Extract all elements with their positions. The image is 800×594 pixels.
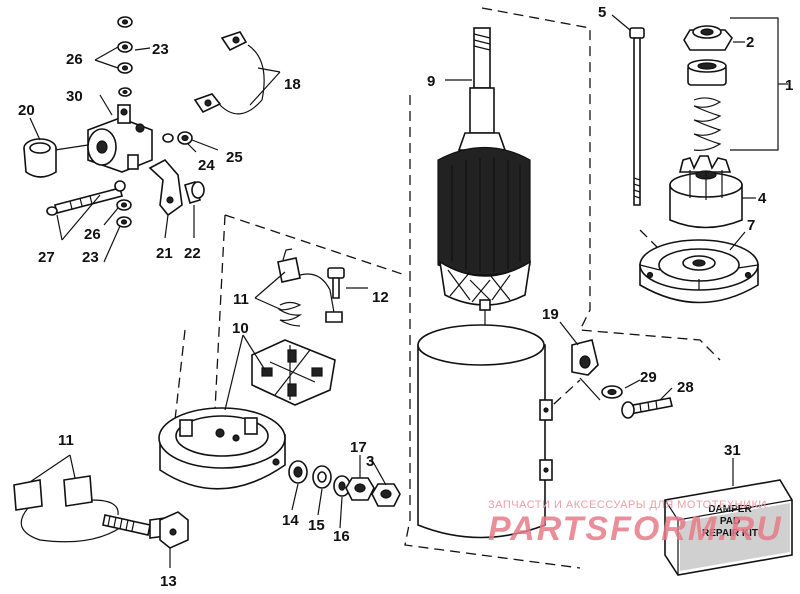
leader-lines xyxy=(29,14,756,568)
callout-5: 5 xyxy=(598,4,606,21)
part-frame-housing xyxy=(417,324,553,539)
part-stud-27 xyxy=(46,180,126,216)
callout-12: 12 xyxy=(372,289,389,306)
callout-20: 20 xyxy=(18,102,35,119)
part-washer-15 xyxy=(312,465,332,489)
callout-7: 7 xyxy=(747,217,755,234)
part-clamp-19 xyxy=(571,339,601,401)
damper-pad-repair-kit-box: DAMPER PAD REPAIR KIT xyxy=(664,479,793,576)
part-boot-20 xyxy=(23,138,57,178)
part-through-bolt-5 xyxy=(629,27,645,206)
callout-23-top: 23 xyxy=(152,41,169,58)
part-bracket-21 xyxy=(148,158,183,217)
part-brush-holder xyxy=(251,339,336,406)
callout-labels: 1 2 3 4 5 7 9 10 11 11 12 13 14 15 16 17… xyxy=(18,4,793,590)
part-nut-3 xyxy=(371,483,401,507)
part-washer-14 xyxy=(288,460,308,484)
part-washers-24-25 xyxy=(162,131,193,145)
watermark-brand: PARTSFORM.RU xyxy=(488,510,783,548)
callout-17: 17 xyxy=(350,439,367,456)
callout-31: 31 xyxy=(724,442,741,459)
callout-28: 28 xyxy=(677,379,694,396)
part-washer-16 xyxy=(333,475,351,497)
part-armature-9 xyxy=(437,27,532,311)
kit-label-line2: PAD xyxy=(720,516,740,527)
callout-3: 3 xyxy=(366,453,374,470)
callout-27: 27 xyxy=(38,249,55,266)
part-end-head-10 xyxy=(158,407,286,490)
callout-22: 22 xyxy=(184,245,201,262)
part-screw-22 xyxy=(184,180,205,205)
part-nut-2 xyxy=(683,25,733,51)
callout-11-upper: 11 xyxy=(233,291,249,308)
part-brushes-11-lower xyxy=(13,475,131,543)
part-nuts-23-26-bottom xyxy=(116,199,132,228)
part-end-cap-7 xyxy=(639,239,759,304)
part-drive-gear-4 xyxy=(669,155,743,229)
part-screw-28 xyxy=(621,397,673,419)
part-lead-18 xyxy=(193,31,265,115)
part-screw-12 xyxy=(327,267,345,299)
part-spacer xyxy=(687,59,727,86)
callout-19: 19 xyxy=(542,306,559,323)
callout-14: 14 xyxy=(282,512,299,529)
callout-9: 9 xyxy=(427,73,435,90)
callout-26-bottom: 26 xyxy=(84,226,101,243)
callout-26-top: 26 xyxy=(66,51,83,68)
callout-16: 16 xyxy=(333,528,350,545)
callout-11-lower: 11 xyxy=(58,432,74,449)
callout-25: 25 xyxy=(226,149,243,166)
part-nut-17 xyxy=(345,477,375,501)
watermark: ЗАПЧАСТИ И АКСЕССУАРЫ ДЛЯ МОТОТЕХНИКИ PA… xyxy=(488,499,783,548)
part-solenoid-30 xyxy=(87,104,153,173)
part-terminal-stud xyxy=(102,514,167,539)
part-clip-13 xyxy=(159,511,189,549)
part-spring xyxy=(693,97,722,151)
callout-21: 21 xyxy=(156,245,173,262)
part-washer-29 xyxy=(601,385,623,399)
callout-18: 18 xyxy=(284,76,301,93)
callout-10: 10 xyxy=(232,320,249,337)
callout-15: 15 xyxy=(308,517,325,534)
watermark-tagline: ЗАПЧАСТИ И АКСЕССУАРЫ ДЛЯ МОТОТЕХНИКИ xyxy=(488,499,767,511)
callout-4: 4 xyxy=(758,190,767,207)
bracket-group-1 xyxy=(730,17,788,151)
kit-label-line3: REPAIR KIT xyxy=(702,528,758,539)
kit-label-line1: DAMPER xyxy=(708,504,752,515)
assembly-guides xyxy=(54,7,721,569)
callout-24: 24 xyxy=(198,157,215,174)
part-nuts-23-26-top xyxy=(117,16,133,97)
callout-30: 30 xyxy=(66,88,83,105)
callout-2: 2 xyxy=(746,34,754,51)
part-brush-11-upper xyxy=(277,248,343,327)
callout-13: 13 xyxy=(160,573,177,589)
callout-1: 1 xyxy=(785,77,793,94)
callout-29: 29 xyxy=(640,369,657,386)
callout-23-bottom: 23 xyxy=(82,249,99,266)
